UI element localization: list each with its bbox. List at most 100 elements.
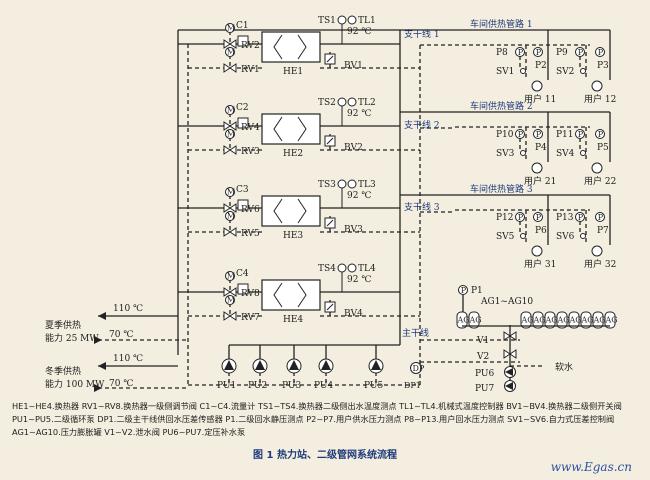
svg-text:P: P bbox=[536, 130, 542, 139]
valve-RV5[interactable] bbox=[223, 227, 237, 237]
svg-text:M: M bbox=[227, 24, 235, 33]
temp-sensor-TS1 bbox=[337, 15, 347, 25]
he-label-HE1: HE1 bbox=[283, 67, 303, 77]
valve-RV6[interactable] bbox=[223, 203, 237, 213]
heat-exchanger-HE4 bbox=[261, 279, 321, 311]
valve-RV7[interactable] bbox=[223, 311, 237, 321]
valve-RV3[interactable] bbox=[223, 145, 237, 155]
pump-PU5[interactable]: PU5 bbox=[364, 358, 384, 391]
gauge-P5 bbox=[595, 129, 605, 139]
summer-temp-110: 110 ℃ bbox=[113, 304, 143, 314]
workshop-title-3: 车间供热管路 3 bbox=[470, 183, 533, 195]
summer-temp-70: 70 ℃ bbox=[109, 330, 133, 340]
user-label-用户 12: 用户 12 bbox=[584, 93, 616, 105]
valve-label-RV1: RV1 bbox=[241, 65, 260, 75]
sv-label-SV2: SV2 bbox=[556, 67, 574, 77]
gauge-P3 bbox=[595, 47, 605, 57]
temp-controller-TL3 bbox=[347, 179, 357, 189]
expansion-tank-1: AG bbox=[456, 311, 470, 329]
valve-label-RV5: RV5 bbox=[241, 229, 260, 239]
sv-valve-SV5[interactable] bbox=[520, 233, 526, 239]
valve-RV1[interactable] bbox=[223, 63, 237, 73]
sv-valve-SV1[interactable] bbox=[520, 68, 526, 74]
svg-text:AG: AG bbox=[533, 316, 546, 325]
svg-text:AG: AG bbox=[457, 316, 470, 325]
sv-valve-SV6[interactable] bbox=[580, 233, 586, 239]
valve-label-RV7: RV7 bbox=[241, 313, 260, 323]
makeup-pump-PU6[interactable] bbox=[504, 366, 516, 378]
svg-text:M: M bbox=[227, 188, 235, 197]
temp-92-HE1: 92 ℃ bbox=[347, 27, 371, 37]
svg-text:P: P bbox=[518, 213, 524, 222]
pressure-label-P5: P5 bbox=[597, 143, 609, 153]
pressure-label-P11: P11 bbox=[556, 130, 574, 140]
makeup-pump-PU7[interactable] bbox=[504, 380, 516, 392]
pump-PU1[interactable]: PU1 bbox=[217, 358, 237, 391]
flowmeter-label-C4: C4 bbox=[236, 269, 249, 279]
temp-controller-TL1 bbox=[347, 15, 357, 25]
temp-92-HE4: 92 ℃ bbox=[347, 275, 371, 285]
pressure-label-P12: P12 bbox=[496, 213, 514, 223]
valve-label-RV8: RV8 bbox=[241, 289, 260, 299]
svg-text:P: P bbox=[598, 48, 604, 57]
pump-PU3[interactable]: PU3 bbox=[282, 358, 302, 391]
valve-RV8[interactable] bbox=[223, 287, 237, 297]
temp-92-HE3: 92 ℃ bbox=[347, 191, 371, 201]
sv-valve-SV3[interactable] bbox=[520, 150, 526, 156]
actuator-icon bbox=[225, 105, 235, 115]
valve-RV2[interactable] bbox=[223, 39, 237, 49]
user-label-用户 11: 用户 11 bbox=[524, 93, 556, 105]
svg-text:P: P bbox=[536, 213, 542, 222]
svg-text:M: M bbox=[227, 106, 235, 115]
summer-label: 夏季供热 bbox=[45, 319, 81, 331]
pressure-label-P13: P13 bbox=[556, 213, 574, 223]
pump-label-PU2: PU2 bbox=[248, 381, 267, 391]
workshop-title-2: 车间供热管路 2 bbox=[470, 100, 533, 112]
gauge-P6 bbox=[533, 212, 543, 222]
branch-2-label: 支干线 2 bbox=[404, 119, 440, 131]
he-label-HE3: HE3 bbox=[283, 231, 303, 241]
svg-text:P: P bbox=[518, 48, 524, 57]
expansion-tank-2: AG bbox=[468, 311, 482, 329]
bv-label-BV2: BV2 bbox=[344, 143, 363, 153]
pump-icon bbox=[505, 382, 513, 390]
winter-temp-70: 70 ℃ bbox=[109, 379, 133, 389]
pump-label-PU5: PU5 bbox=[364, 381, 383, 391]
valve-RV4[interactable] bbox=[223, 121, 237, 131]
expansion-tank-8: AG bbox=[580, 311, 594, 329]
he-label-HE2: HE2 bbox=[283, 149, 303, 159]
sv-valve-SV4[interactable] bbox=[580, 150, 586, 156]
watermark: www.Egas.cn bbox=[550, 460, 632, 474]
svg-text:AG: AG bbox=[605, 316, 618, 325]
pump-icon bbox=[321, 360, 331, 370]
pump-PU2[interactable]: PU2 bbox=[248, 358, 268, 391]
bv-label-BV1: BV1 bbox=[344, 61, 363, 71]
user-label-用户 32: 用户 32 bbox=[584, 258, 616, 270]
drain-valve-V1[interactable] bbox=[503, 331, 517, 341]
gauge-P2 bbox=[533, 47, 543, 57]
svg-text:P: P bbox=[578, 213, 584, 222]
drain-valve-V2[interactable] bbox=[503, 349, 517, 359]
pump-icon bbox=[371, 360, 381, 370]
pump-label-PU3: PU3 bbox=[282, 381, 301, 391]
flowmeter-C3 bbox=[237, 199, 249, 211]
expansion-tank-3: AG bbox=[520, 311, 534, 329]
sv-label-SV5: SV5 bbox=[496, 232, 515, 242]
svg-text:M: M bbox=[227, 130, 235, 139]
pressure-label-P3: P3 bbox=[597, 61, 609, 71]
svg-text:AG: AG bbox=[469, 316, 482, 325]
svg-text:DP: DP bbox=[413, 364, 425, 373]
he-label-HE4: HE4 bbox=[283, 315, 303, 325]
expansion-tank-5: AG bbox=[544, 311, 558, 329]
pu7-label: PU7 bbox=[475, 384, 494, 394]
pressure-label-P2: P2 bbox=[535, 61, 547, 71]
sv-valve-SV2[interactable] bbox=[580, 68, 586, 74]
expansion-tank-10: AG bbox=[604, 311, 618, 329]
pump-PU4[interactable]: PU4 bbox=[314, 358, 334, 391]
svg-text:P: P bbox=[598, 213, 604, 222]
pump-icon bbox=[255, 360, 265, 370]
svg-text:M: M bbox=[227, 212, 235, 221]
